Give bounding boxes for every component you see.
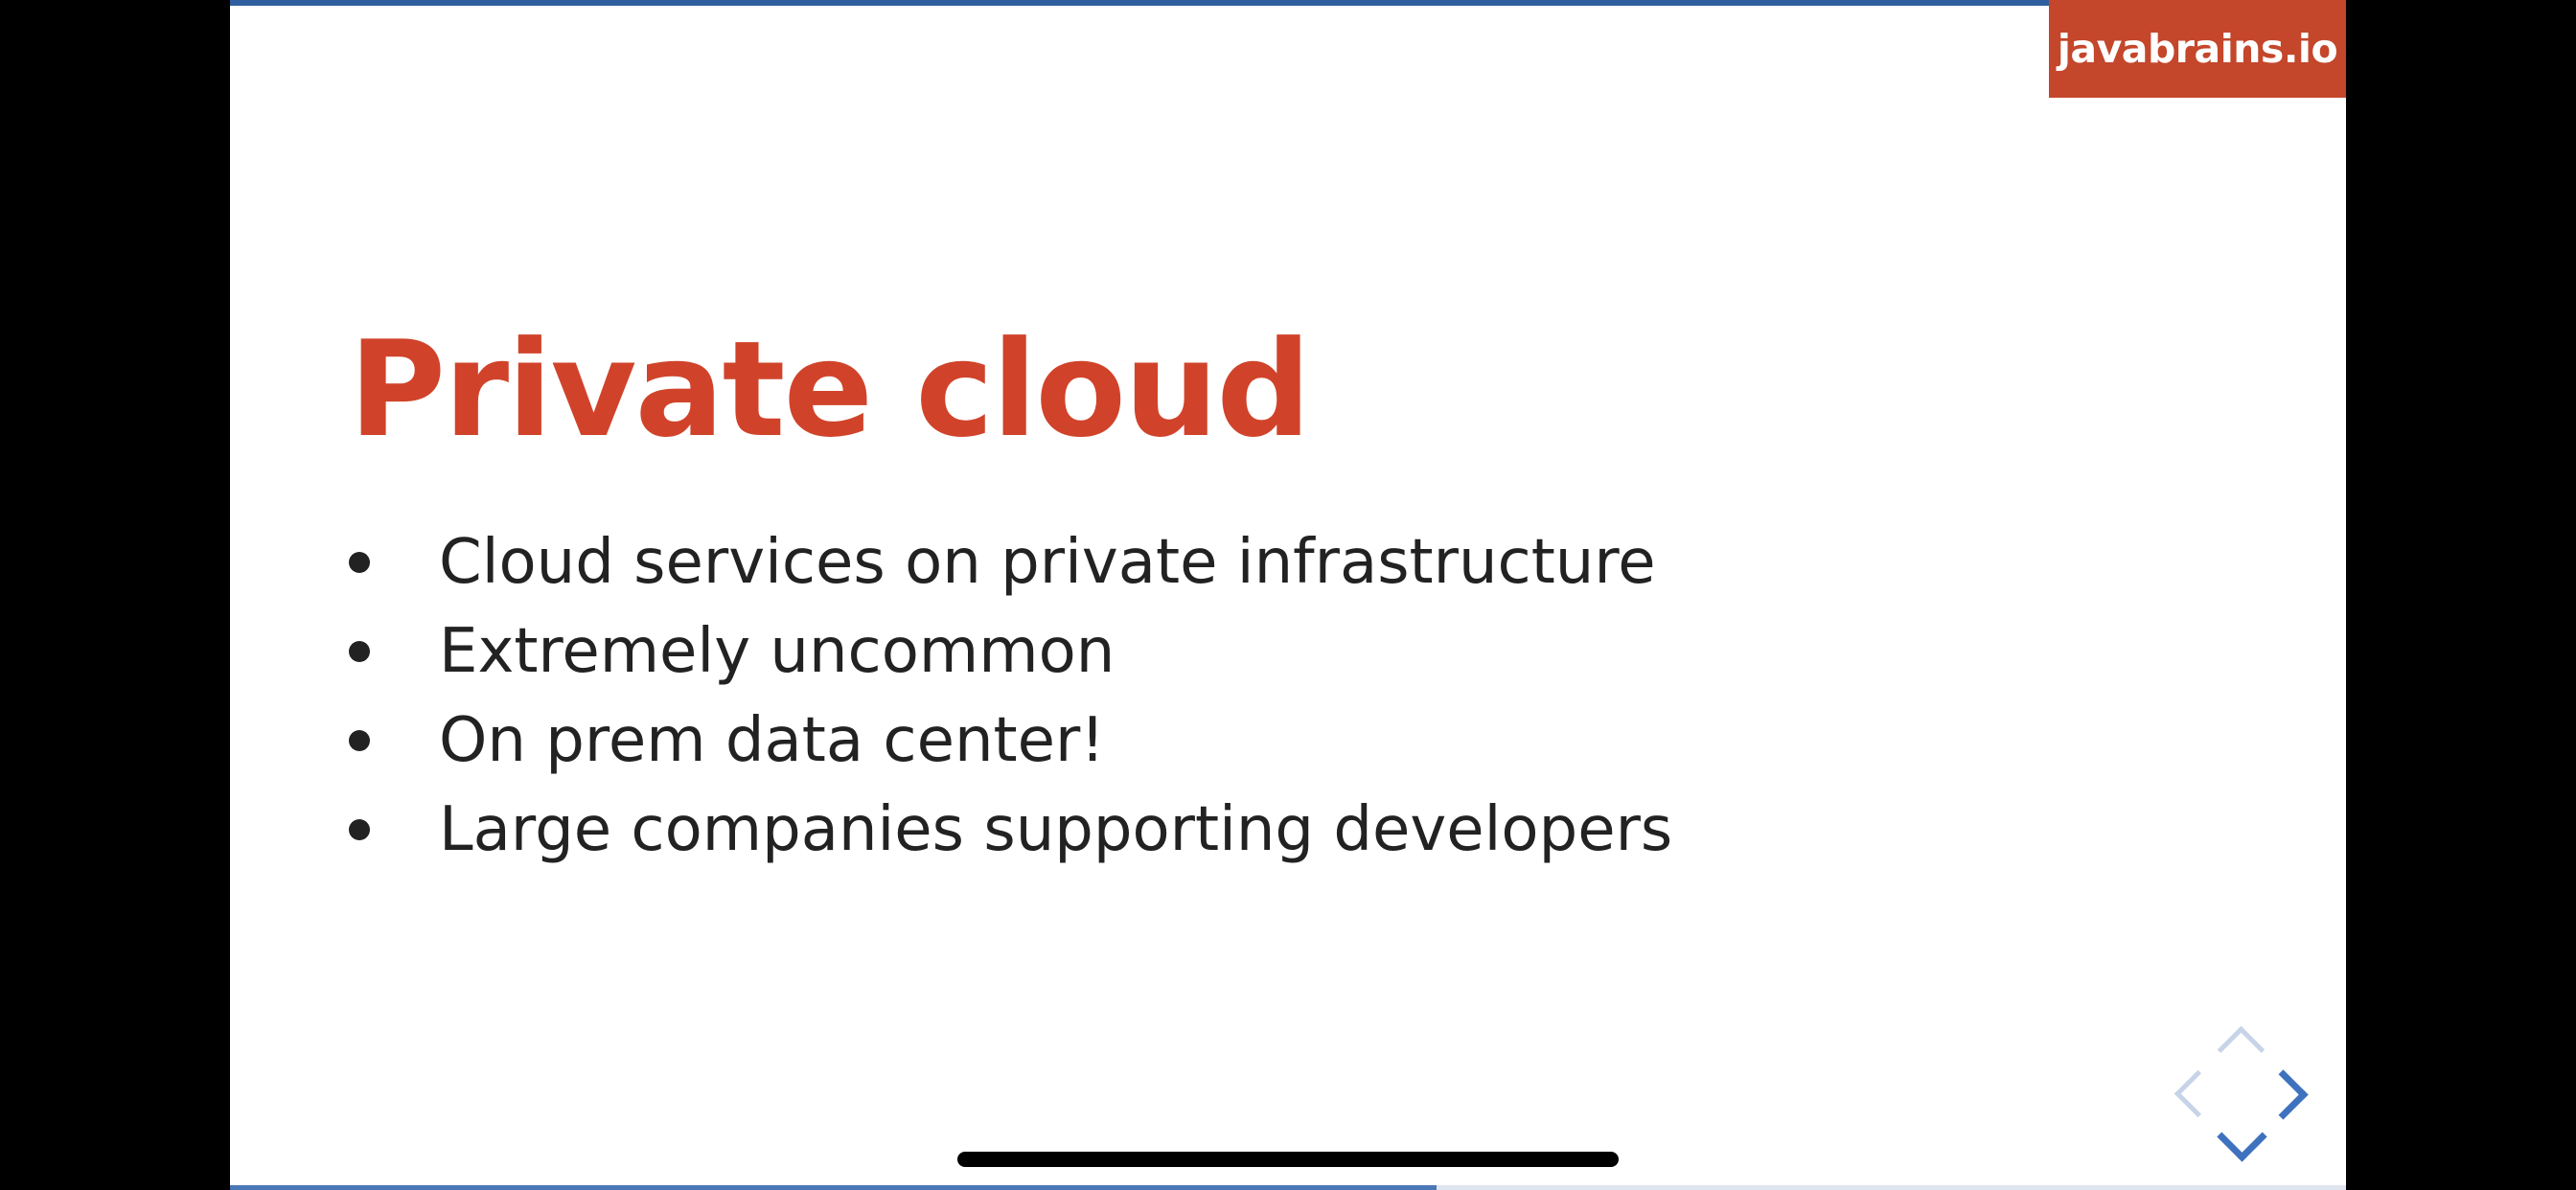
bullet-text: On prem data center!: [439, 704, 1105, 776]
bullet-dot-icon: [349, 640, 370, 662]
chevron-left-icon[interactable]: [2174, 1069, 2222, 1118]
bullet-text: Large companies supporting developers: [439, 793, 1673, 865]
brand-badge: javabrains.io: [2049, 0, 2346, 98]
chevron-right-icon[interactable]: [2258, 1069, 2309, 1120]
bullet-list: Cloud services on private infrastructure…: [349, 517, 1672, 874]
home-indicator[interactable]: [957, 1152, 1619, 1167]
bullet-dot-icon: [349, 729, 370, 751]
bullet-text: Cloud services on private infrastructure: [439, 526, 1656, 598]
slide-canvas: javabrains.io Private cloud Cloud servic…: [230, 0, 2346, 1190]
top-rule: [230, 0, 2346, 6]
slide-navigation-controls: [2162, 1018, 2315, 1171]
bullet-item: Extremely uncommon: [349, 606, 1672, 696]
slide-progress-fill: [230, 1185, 1437, 1190]
bullet-text: Extremely uncommon: [439, 615, 1116, 687]
bullet-dot-icon: [349, 551, 370, 573]
chevron-down-icon[interactable]: [2217, 1111, 2267, 1162]
slide-title: Private cloud: [349, 312, 1311, 467]
bullet-item: On prem data center!: [349, 696, 1672, 785]
bullet-item: Cloud services on private infrastructure: [349, 517, 1672, 606]
slide-progress-track: [230, 1185, 2346, 1190]
bullet-dot-icon: [349, 818, 370, 840]
chevron-up-icon[interactable]: [2217, 1025, 2266, 1074]
bullet-item: Large companies supporting developers: [349, 785, 1672, 874]
